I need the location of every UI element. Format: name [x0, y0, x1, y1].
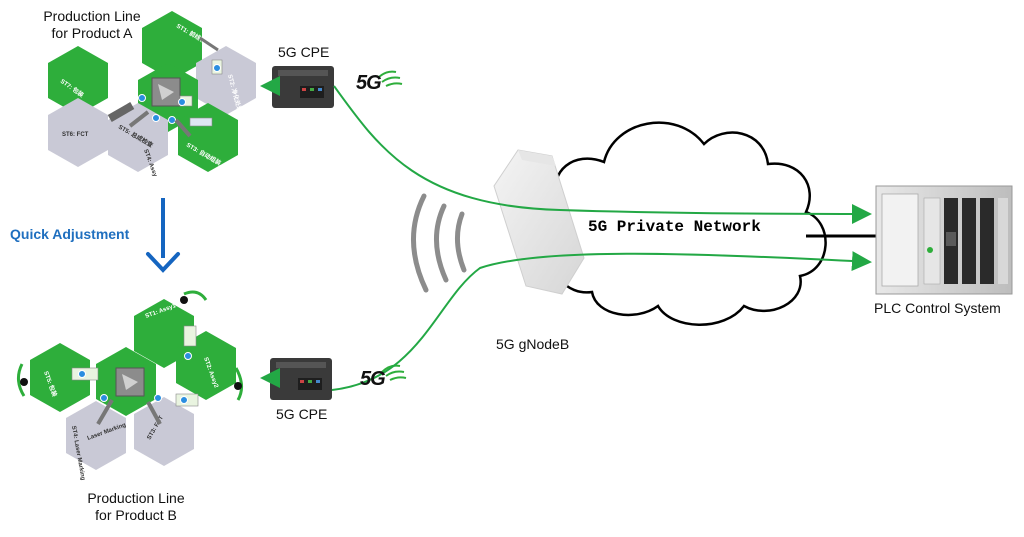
hex-st6: [48, 98, 108, 167]
production-line-b: ST1: Assy1 ST2: Assy2 ST5: 包装 ST3: FCT S…: [17, 290, 243, 481]
label-private-network: 5G Private Network: [588, 218, 761, 236]
hex-st2: [196, 46, 256, 115]
label-cpe-bottom: 5G CPE: [276, 406, 328, 422]
label-cpe-top: 5G CPE: [278, 44, 330, 60]
label-line-b: Production Line for Product B: [66, 490, 206, 524]
link-cpe-top-plc: [333, 85, 872, 224]
plc-device: [875, 185, 1013, 295]
hex-b4: [66, 401, 126, 470]
cpe-bottom-device: [270, 358, 332, 400]
label-line-a-1: Production Line: [43, 8, 141, 24]
hex-st1: [142, 11, 202, 80]
radio-waves: [411, 193, 467, 293]
quick-adjustment-arrow: [146, 198, 180, 273]
label-quick-adjustment: Quick Adjustment: [10, 226, 130, 242]
hex-st7: [48, 46, 108, 115]
svg-text:ST6: FCT: ST6: FCT: [62, 132, 89, 138]
label-gnodeb: 5G gNodeB: [496, 336, 570, 352]
hex-b3: [134, 397, 194, 466]
label-line-a-2: for Product A: [51, 25, 133, 41]
hex-b5: [30, 343, 90, 412]
signal-arcs-top: [377, 70, 403, 87]
link-cpe-bottom-plc: [331, 251, 872, 391]
private-network-cloud: [543, 121, 827, 326]
label-line-b-2: for Product B: [95, 507, 177, 523]
label-plc: PLC Control System: [874, 300, 1001, 316]
hex-b2: [176, 331, 236, 400]
label-line-b-1: Production Line: [87, 490, 185, 506]
gnodeb-device: [493, 149, 585, 295]
badge-5g-bottom: 5G: [360, 368, 386, 390]
production-line-a: ST7: 包装 ST1: 前线物料 ST2: 净化处理 ST3: 自动组装 ST…: [48, 11, 256, 178]
cpe-top-device: [272, 66, 334, 108]
badge-5g-top: 5G: [356, 72, 382, 94]
signal-arcs-bottom: [381, 364, 407, 381]
label-line-a: Production Line for Product A: [22, 8, 162, 42]
